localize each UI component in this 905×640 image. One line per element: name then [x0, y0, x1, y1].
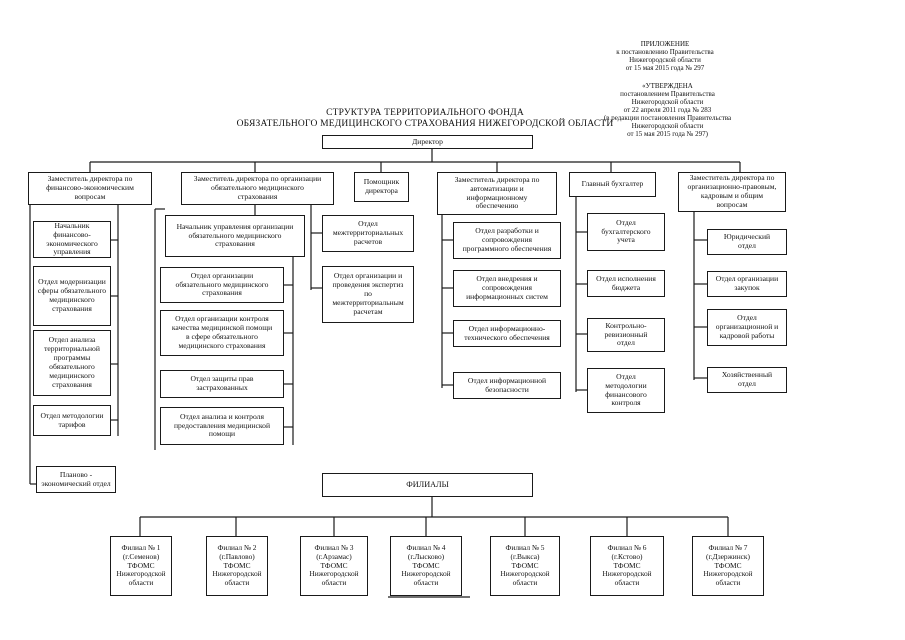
buh-unit-budget: Отдел исполнения бюджета [587, 270, 665, 297]
oms-side-expertise: Отдел организации и проведения экспертиз… [322, 266, 414, 323]
oms-side-interterritorial: Отдел межтерриториальных расчетов [322, 215, 414, 252]
oms-unit-rights-protection: Отдел защиты прав застрахованных [160, 370, 284, 398]
auto-unit-technical: Отдел информационно- технического обеспе… [453, 320, 561, 347]
auto-unit-info-systems: Отдел внедрения и сопровождения информац… [453, 270, 561, 307]
buh-unit-accounting: Отдел бухгалтерского учета [587, 213, 665, 251]
org-unit-hr: Отдел организационной и кадровой работы [707, 309, 787, 346]
branch-3: Филиал № 3 (г.Арзамас) ТФОМС Нижегородск… [300, 536, 368, 596]
branch-2: Филиал № 2 (г.Павлово) ТФОМС Нижегородск… [206, 536, 268, 596]
org-unit-legal: Юридический отдел [707, 229, 787, 255]
deputy-automation-box: Заместитель директора по автоматизации и… [437, 172, 557, 215]
assistant-director-box: Помощник директора [354, 172, 409, 202]
page-title: СТРУКТУРА ТЕРРИТОРИАЛЬНОГО ФОНДА ОБЯЗАТЕ… [236, 108, 614, 130]
branch-4: Филиал № 4 (г.Лысково) ТФОМС Нижегородск… [390, 536, 462, 596]
fin-unit-head: Начальник финансово- экономического упра… [33, 221, 111, 258]
chief-accountant-box: Главный бухгалтер [569, 172, 656, 197]
branch-1: Филиал № 1 (г.Семенов) ТФОМС Нижегородск… [110, 536, 172, 596]
header-utverzhdena: «УТВЕРЖДЕНА постановлением Правительства… [603, 82, 732, 139]
fin-unit-analysis: Отдел анализа территориальной программы … [33, 330, 111, 396]
director-box: Директор [322, 135, 533, 149]
oms-unit-analysis-control: Отдел анализа и контроля предоставления … [160, 407, 284, 445]
org-unit-economic: Хозяйственный отдел [707, 367, 787, 393]
branches-box: ФИЛИАЛЫ [322, 473, 533, 497]
auto-unit-security: Отдел информационной безопасности [453, 372, 561, 399]
fin-unit-modernization: Отдел модернизации сферы обязательного м… [33, 266, 111, 326]
oms-unit-organization: Отдел организации обязательного медицинс… [160, 267, 284, 303]
buh-unit-audit: Контрольно- ревизионный отдел [587, 318, 665, 352]
fin-unit-tariffs: Отдел методологии тарифов [33, 405, 111, 436]
deputy-org-box: Заместитель директора по организационно-… [678, 172, 786, 212]
header-prilozhenie: ПРИЛОЖЕНИЕ к постановлению Правительства… [616, 40, 714, 73]
deputy-finance-box: Заместитель директора по финансово-эконо… [28, 172, 152, 205]
auto-unit-software: Отдел разработки и сопровождения програм… [453, 222, 561, 259]
buh-unit-methodology: Отдел методологии финансового контроля [587, 368, 665, 413]
deputy-oms-box: Заместитель директора по организации обя… [181, 172, 334, 205]
branch-6: Филиал № 6 (г.Кстово) ТФОМС Нижегородско… [590, 536, 664, 596]
branch-5: Филиал № 5 (г.Выкса) ТФОМС Нижегородской… [490, 536, 560, 596]
oms-unit-quality-control: Отдел организации контроля качества меди… [160, 310, 284, 356]
branch-7: Филиал № 7 (г.Дзержинск) ТФОМС Нижегород… [692, 536, 764, 596]
org-unit-procurement: Отдел организации закупок [707, 271, 787, 297]
fin-unit-planning: Планово - экономический отдел [36, 466, 116, 493]
oms-head-box: Начальник управления организации обязате… [165, 215, 305, 257]
